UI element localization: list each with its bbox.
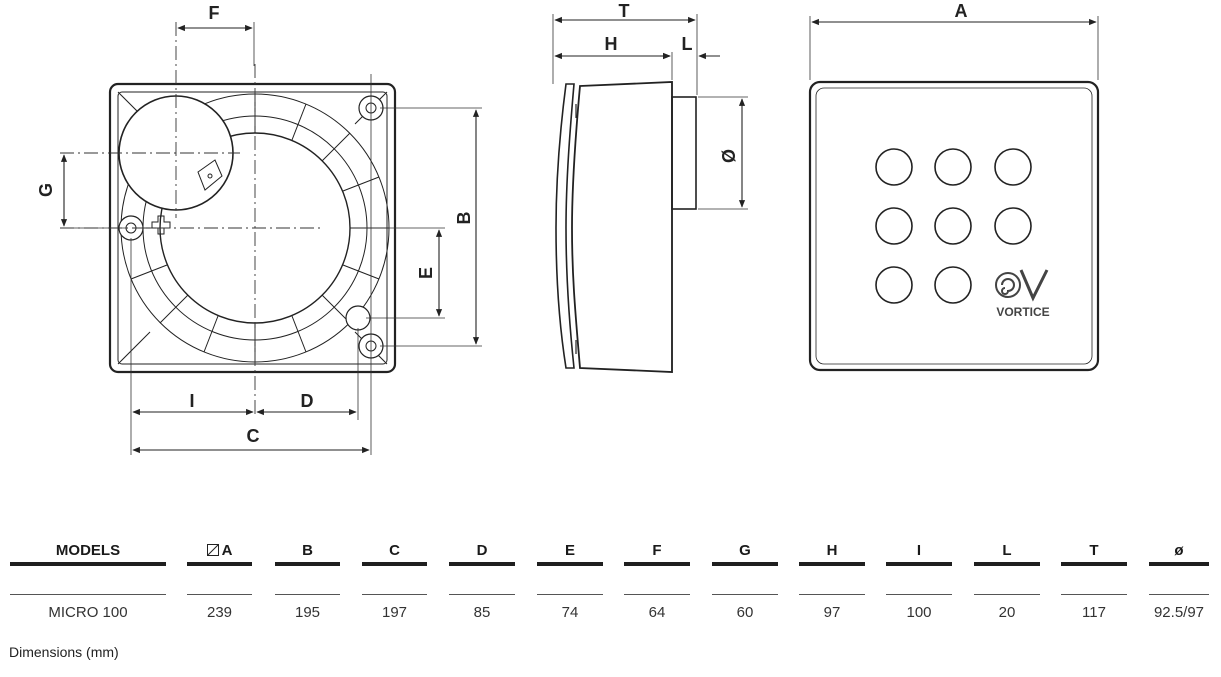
dim-label-i: I xyxy=(189,391,194,411)
header-d: D xyxy=(476,542,488,559)
dimensions-table: MODELS A B C D E F G H I L T ø MICRO 100… xyxy=(0,530,1221,630)
header-rule xyxy=(537,562,603,566)
dimension-arrows-front xyxy=(60,24,480,454)
header-rule xyxy=(10,562,166,566)
header-rule xyxy=(712,562,778,566)
cell-g: 60 xyxy=(736,604,754,621)
row-rule xyxy=(449,594,515,595)
square-symbol-icon xyxy=(206,544,219,556)
row-rule xyxy=(799,594,865,595)
centre-lines xyxy=(60,22,320,418)
cell-c: 197 xyxy=(381,604,408,621)
header-rule xyxy=(974,562,1040,566)
cell-e: 74 xyxy=(561,604,579,621)
cell-model: MICRO 100 xyxy=(48,604,128,621)
header-l: L xyxy=(1002,542,1012,559)
header-i: I xyxy=(916,542,922,559)
vortice-logo xyxy=(995,269,1049,302)
header-models: MODELS xyxy=(55,542,121,559)
row-rule xyxy=(537,594,603,595)
dim-label-c: C xyxy=(247,426,260,446)
dim-label-b: B xyxy=(454,212,474,225)
header-e: E xyxy=(564,542,575,559)
header-b: B xyxy=(302,542,313,559)
dim-label-g: G xyxy=(36,183,56,197)
dimension-letters: F G B E I D C T H L Ø A xyxy=(36,1,968,446)
header-rule xyxy=(1149,562,1209,566)
header-rule xyxy=(624,562,690,566)
cell-diameter: 92.5/97 xyxy=(1153,604,1205,621)
row-rule xyxy=(362,594,427,595)
brand-logo-text: VORTICE xyxy=(996,305,1049,319)
row-rule xyxy=(187,594,252,595)
cell-f: 64 xyxy=(648,604,666,621)
header-f: F xyxy=(652,542,662,559)
dim-label-a: A xyxy=(955,1,968,21)
dim-label-f: F xyxy=(209,3,220,23)
cell-t: 117 xyxy=(1082,604,1106,621)
front-view-external xyxy=(808,80,1100,372)
dim-label-t: T xyxy=(619,1,630,21)
header-a: A xyxy=(187,540,252,562)
cell-l: 20 xyxy=(998,604,1016,621)
header-g: G xyxy=(739,542,751,559)
cell-a: 239 xyxy=(206,604,233,621)
header-rule xyxy=(275,562,340,566)
row-rule xyxy=(10,594,166,595)
cell-b: 195 xyxy=(294,604,321,621)
row-rule xyxy=(1061,594,1127,595)
row-rule xyxy=(275,594,340,595)
dimension-arrows-side xyxy=(554,16,746,208)
row-rule xyxy=(1149,594,1209,595)
dim-label-l: L xyxy=(682,34,693,54)
cell-h: 97 xyxy=(823,604,841,621)
extension-lines-side xyxy=(552,14,748,210)
header-diameter: ø xyxy=(1174,542,1184,559)
side-view xyxy=(555,81,697,373)
cell-i: 100 xyxy=(906,604,932,621)
row-rule xyxy=(974,594,1040,595)
technical-drawing: VORTICE F G B E I D C T H L Ø A xyxy=(36,1,1100,455)
header-rule xyxy=(449,562,515,566)
row-rule xyxy=(886,594,952,595)
header-rule xyxy=(362,562,427,566)
header-h: H xyxy=(826,542,838,559)
extension-lines-external xyxy=(809,16,1099,80)
header-rule xyxy=(1061,562,1127,566)
units-note: Dimensions (mm) xyxy=(9,644,119,660)
header-rule xyxy=(187,562,252,566)
row-rule xyxy=(712,594,778,595)
header-rule xyxy=(799,562,865,566)
cell-d: 85 xyxy=(473,604,491,621)
header-rule xyxy=(886,562,952,566)
dim-label-h: H xyxy=(605,34,618,54)
extension-lines xyxy=(68,22,482,455)
dim-label-diameter: Ø xyxy=(719,149,739,163)
header-c: C xyxy=(389,542,400,559)
dim-label-d: D xyxy=(301,391,314,411)
dim-label-e: E xyxy=(416,267,436,279)
header-t: T xyxy=(1089,542,1099,559)
row-rule xyxy=(624,594,690,595)
